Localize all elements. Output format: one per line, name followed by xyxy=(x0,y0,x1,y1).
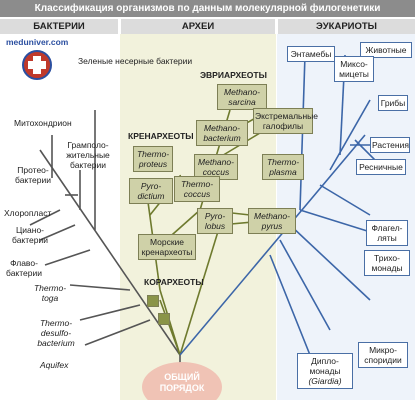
thermotoga-label: Thermo-toga xyxy=(33,283,67,303)
slime-molds-box: Миксо-мицеты xyxy=(334,56,374,82)
chloroplast-label: Хлоропласт xyxy=(4,208,52,218)
methanosarcina-box: Methano-sarcina xyxy=(217,84,267,110)
extreme-halophiles-box: Экстремальные галофилы xyxy=(253,108,318,134)
proteobacteria-label: Протео-бактерии xyxy=(15,165,51,185)
bacteria-panel xyxy=(0,34,118,400)
flagellates-box: Флагел-ляты xyxy=(366,220,408,246)
gram-positive-label: Грамполо-жительные бактерии xyxy=(66,140,110,170)
ciliates-box: Ресничные xyxy=(356,159,406,175)
flavobacteria-label: Флаво-бактерии xyxy=(6,258,42,278)
eukarya-header: ЭУКАРИОТЫ xyxy=(278,19,415,34)
medical-cross-icon xyxy=(22,50,52,80)
thermococcus-box: Thermo-coccus xyxy=(174,176,220,202)
korarchaeota-node-2 xyxy=(158,313,170,325)
marine-crenarchaeota-box: Морские кренархеоты xyxy=(138,234,196,260)
korarchaeota-node-1 xyxy=(147,295,159,307)
korarchaeota-label: КОРАРХЕОТЫ xyxy=(144,277,204,287)
methanobacterium-box: Methano-bacterium xyxy=(196,120,248,146)
cyanobacteria-label: Циано-бактерии xyxy=(12,225,48,245)
diplomonads-label: Дипло-монады xyxy=(309,356,341,376)
pyrolobus-box: Pyro-lobus xyxy=(197,208,233,234)
diplomonads-box: Дипло-монады (Giardia) xyxy=(297,353,353,389)
root-label: ОБЩИЙ ПОРЯДОК xyxy=(159,372,205,393)
root-node xyxy=(142,362,222,400)
thermodesulfobacterium-label: Thermo-desulfo-bacterium xyxy=(37,318,75,348)
diagram-title: Классификация организмов по данным молек… xyxy=(0,0,415,17)
thermoproteus-box: Thermo-proteus xyxy=(133,146,173,172)
pyrodictium-box: Pyro-dictium xyxy=(129,178,173,204)
thermoplasma-box: Thermo-plasma xyxy=(262,154,304,180)
plants-box: Растения xyxy=(370,137,410,153)
microsporidia-box: Микро-споридии xyxy=(358,342,408,368)
giardia-label: (Giardia) xyxy=(308,376,342,386)
green-nonsulfur-label: Зеленые несерные бактерии xyxy=(78,56,192,66)
euryarchaeota-label: ЭВРИАРХЕОТЫ xyxy=(200,70,267,80)
methanococcus-box: Methano-coccus xyxy=(194,154,238,180)
fungi-box: Грибы xyxy=(378,95,408,111)
trichomonads-box: Трихо-монады xyxy=(364,250,410,276)
archaea-header: АРХЕИ xyxy=(121,19,275,34)
mitochondrion-label: Митохондрион xyxy=(14,118,72,128)
bacteria-header: БАКТЕРИИ xyxy=(0,19,118,34)
methanopyrus-box: Methano-pyrus xyxy=(248,208,296,234)
entamoebae-box: Энтамебы xyxy=(287,46,335,62)
aquifex-label: Aquifex xyxy=(40,360,69,370)
watermark-text: meduniver.com xyxy=(6,37,69,47)
crenarchaeota-label: КРЕНАРХЕОТЫ xyxy=(128,131,194,141)
animals-box: Животные xyxy=(360,42,412,58)
